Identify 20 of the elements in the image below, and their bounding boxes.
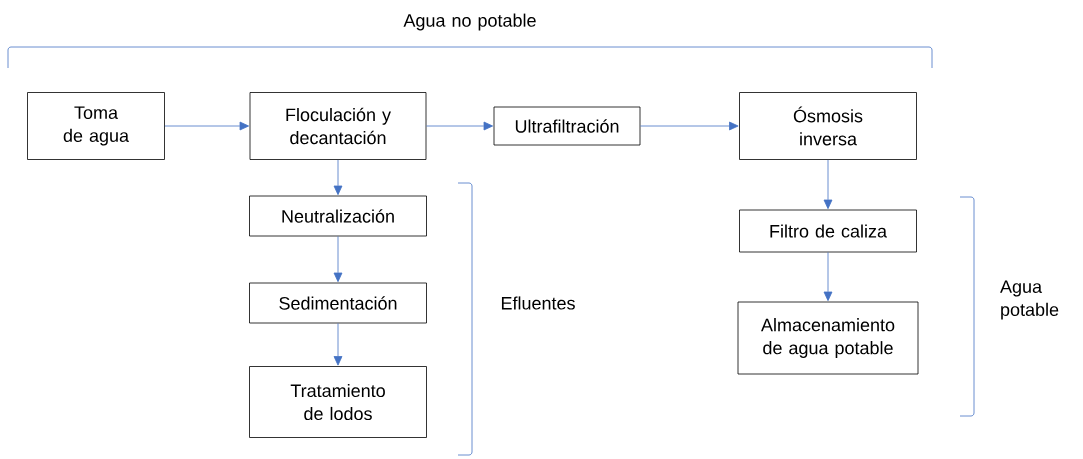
process-box: Floculación y decantación <box>249 92 427 160</box>
process-box: Toma de agua <box>27 92 165 160</box>
process-box: Neutralización <box>249 195 427 237</box>
arrow <box>333 323 343 366</box>
group-label: Agua no potable <box>403 13 536 31</box>
process-box: Filtro de caliza <box>739 209 917 253</box>
arrow <box>823 159 833 210</box>
group-label: Efluentes <box>501 296 575 310</box>
process-box: Almacenamiento de agua potable <box>737 301 919 375</box>
arrow <box>333 236 343 283</box>
arrow <box>640 121 739 131</box>
process-box: Ósmosis inversa <box>739 92 917 160</box>
process-box: Ultrafiltración <box>493 106 641 146</box>
arrow <box>164 121 250 131</box>
process-box: Tratamiento de lodos <box>249 366 427 438</box>
arrow <box>426 121 494 131</box>
arrow <box>333 159 343 196</box>
process-box: Sedimentación <box>249 282 427 324</box>
group-label: Agua potable <box>1000 280 1059 320</box>
arrow <box>823 252 833 302</box>
